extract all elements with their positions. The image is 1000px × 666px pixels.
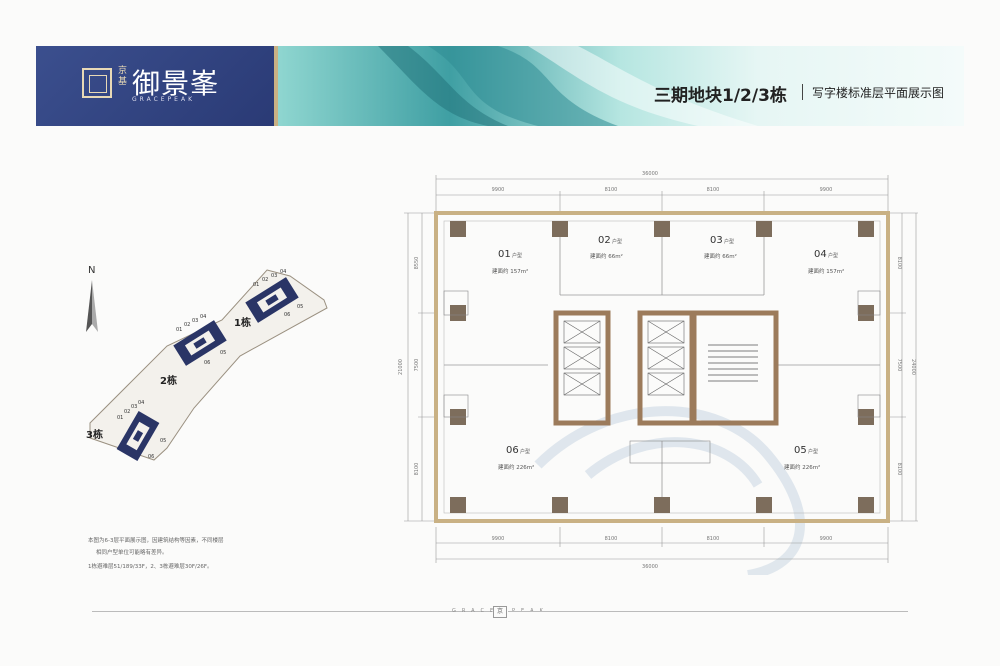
b1-unit-label: 01 xyxy=(253,282,259,288)
page-title: 三期地块1/2/3栋 xyxy=(654,86,787,106)
unit-03-number: 03 xyxy=(710,235,723,246)
unit-02-area: 建面约 66m² xyxy=(590,252,623,260)
b3-unit-label: 02 xyxy=(124,409,130,415)
unit-02-number: 02 xyxy=(598,235,611,246)
brand-logo-icon xyxy=(82,68,112,98)
dim-right: 7500 xyxy=(896,359,902,372)
dim-bottom-total: 36000 xyxy=(642,564,658,570)
unit-04-area: 建面约 157m² xyxy=(808,267,844,275)
unit-05-type: 户型 xyxy=(808,448,818,455)
b3-unit-label: 03 xyxy=(131,404,137,410)
dim-bottom: 8100 xyxy=(605,536,618,542)
site-boundary xyxy=(89,269,328,461)
b2-unit-label: 04 xyxy=(200,314,206,320)
title-divider xyxy=(802,84,803,100)
unit-06-type: 户型 xyxy=(520,448,530,455)
brand-block: 京基 御景峯 GRACEPEAK xyxy=(36,46,274,126)
b2-unit-label: 03 xyxy=(192,318,198,324)
dim-top: 8100 xyxy=(707,187,720,193)
dim-bottom: 9900 xyxy=(820,536,833,542)
unit-04-type: 户型 xyxy=(828,252,838,259)
unit-01-type: 户型 xyxy=(512,252,522,259)
dim-left: 8550 xyxy=(414,257,420,270)
dim-right: 8100 xyxy=(896,463,902,476)
dim-right: 8100 xyxy=(896,257,902,270)
b2-unit-label: 06 xyxy=(204,360,210,366)
footer-left-text: GRACE xyxy=(452,608,500,614)
dim-top: 9900 xyxy=(820,187,833,193)
b3-unit-label: 01 xyxy=(117,415,123,421)
footer-logo-icon: 京 xyxy=(493,606,507,618)
unit-02-type: 户型 xyxy=(612,238,622,245)
floor-plan: 36000 9900 8100 8100 9900 9900 8100 8100… xyxy=(398,171,918,575)
unit-06-area: 建面约 226m² xyxy=(498,463,534,471)
building-3 xyxy=(116,410,160,462)
dim-left-total: 21000 xyxy=(398,359,404,375)
b2-unit-label: 02 xyxy=(184,322,190,328)
b2-unit-label: 01 xyxy=(176,327,182,333)
dim-top: 9900 xyxy=(492,187,505,193)
brand-small-text: 京基 xyxy=(118,66,128,87)
b3-unit-label: 05 xyxy=(160,438,166,444)
b3-unit-label: 04 xyxy=(138,400,144,406)
dim-bottom: 9900 xyxy=(492,536,505,542)
dim-right-total: 24000 xyxy=(910,359,916,375)
building-2-label: 2栋 xyxy=(160,374,177,387)
site-plan: N 1栋 2栋 3栋 01 02 03 04 05 06 01 02 03 04… xyxy=(86,265,328,462)
b1-unit-label: 02 xyxy=(262,277,268,283)
outer-wall xyxy=(434,211,890,523)
b1-unit-label: 03 xyxy=(271,273,277,279)
header-banner: 京基 御景峯 GRACEPEAK 三期地块1/2/3栋 写字楼标准层平面展示图 xyxy=(36,46,964,126)
unit-01-number: 01 xyxy=(498,249,511,260)
b1-unit-label: 05 xyxy=(297,304,303,310)
page-subtitle: 写字楼标准层平面展示图 xyxy=(812,86,945,100)
dimension-lines xyxy=(404,175,918,563)
building-1-label: 1栋 xyxy=(234,316,251,329)
unit-06-number: 06 xyxy=(506,445,519,456)
decorative-swirl-watermark xyxy=(534,406,805,575)
unit-04-number: 04 xyxy=(814,249,827,260)
dim-left: 7500 xyxy=(414,359,420,372)
note-line-2: 相同户型单位可能略有差异。 xyxy=(96,550,168,556)
b2-unit-label: 05 xyxy=(220,350,226,356)
unit-05-area: 建面约 226m² xyxy=(784,463,820,471)
dim-bottom: 8100 xyxy=(707,536,720,542)
building-2 xyxy=(173,320,227,366)
b1-unit-label: 04 xyxy=(280,269,286,275)
unit-01-area: 建面约 157m² xyxy=(492,267,528,275)
dim-top: 8100 xyxy=(605,187,618,193)
structural-columns xyxy=(450,221,874,513)
footer-divider-right xyxy=(508,611,908,612)
footer-divider-left xyxy=(92,611,492,612)
building-3-label: 3栋 xyxy=(86,428,103,441)
decorative-teal-wave xyxy=(278,46,964,126)
unit-05-number: 05 xyxy=(794,445,807,456)
unit-03-type: 户型 xyxy=(724,238,734,245)
note-line-3: 1栋避难层51/189/33F，2、3栋避难层30F/26F。 xyxy=(88,564,213,570)
brand-name: 御景峯 xyxy=(132,67,220,100)
restrooms xyxy=(443,290,881,464)
unit-03-area: 建面约 66m² xyxy=(704,252,737,260)
brand-english-name: GRACEPEAK xyxy=(132,96,196,103)
dim-top-total: 36000 xyxy=(642,171,658,177)
north-label: N xyxy=(88,265,95,276)
gold-divider xyxy=(274,46,278,126)
north-arrow-icon xyxy=(86,280,98,332)
building-1 xyxy=(245,277,299,323)
wave-graphic xyxy=(378,46,758,126)
b3-unit-label: 06 xyxy=(148,454,154,460)
b1-unit-label: 06 xyxy=(284,312,290,318)
dim-left: 8100 xyxy=(414,463,420,476)
note-line-1: 本图为6-3层平面展示图，因建筑结构等因素，不同楼层 xyxy=(88,538,224,544)
building-core xyxy=(553,310,779,426)
